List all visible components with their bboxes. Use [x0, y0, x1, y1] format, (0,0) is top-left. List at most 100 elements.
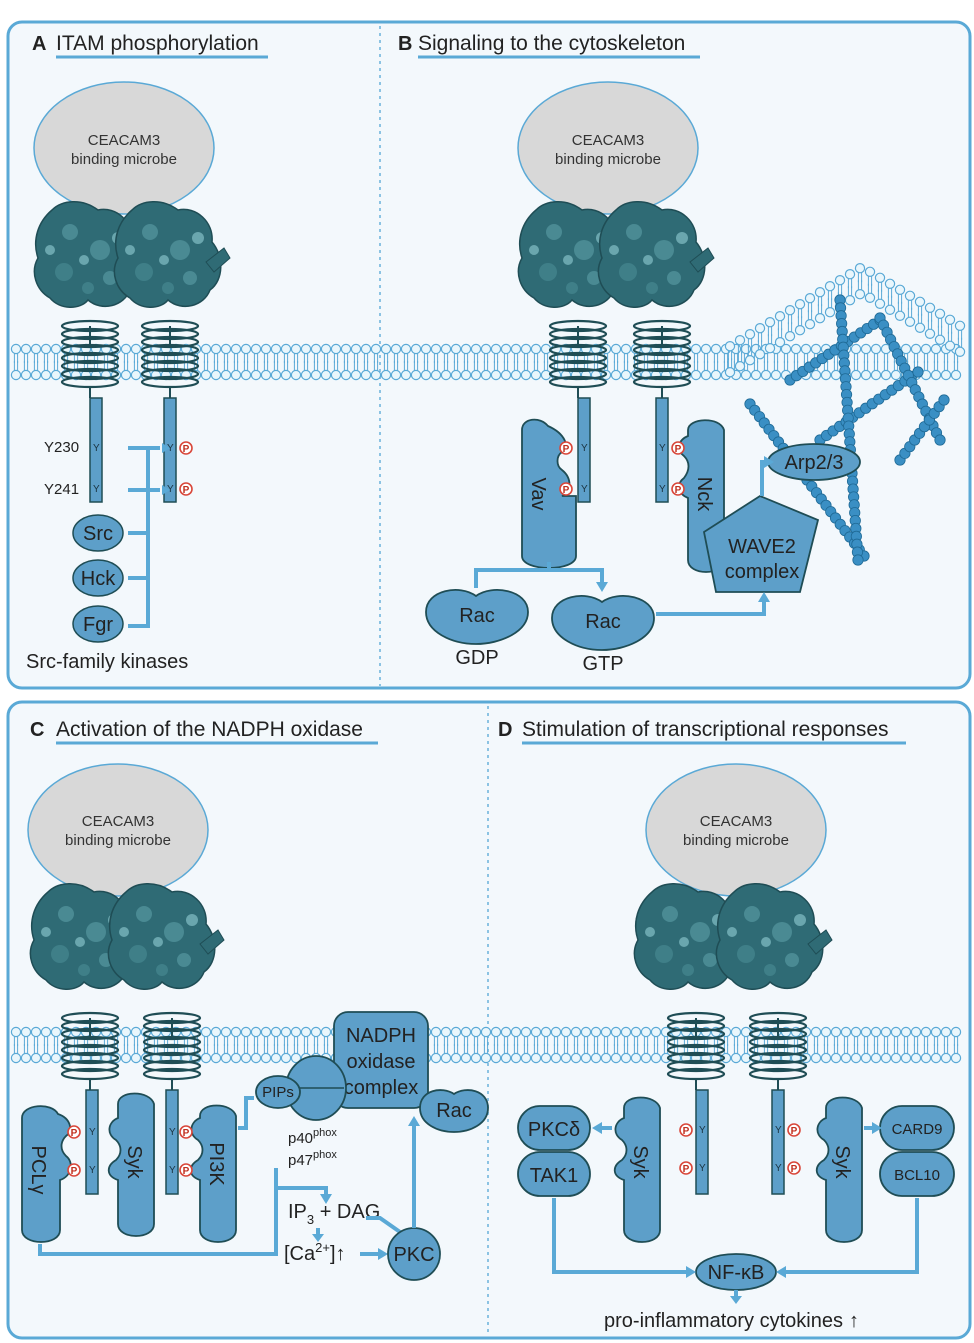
- panel-c: C Activation of the NADPH oxidase CEACAM…: [21, 718, 489, 1281]
- y241-label: Y241: [44, 481, 79, 498]
- panel-a-microbe-line1: CEACAM3: [88, 132, 161, 149]
- nf-kb-label: NF-κB: [708, 1262, 765, 1284]
- pkc-delta-label: PKCδ: [528, 1119, 580, 1141]
- syk-protein: [107, 1092, 155, 1237]
- phospho-marker: P: [675, 444, 682, 455]
- wave2-label-line2: complex: [725, 561, 799, 583]
- syk-label: Syk: [123, 1145, 145, 1179]
- syk-label: Syk: [629, 1145, 651, 1179]
- p47phox-label: p47phox: [288, 1149, 337, 1169]
- tyrosine-marker: Y: [167, 484, 174, 495]
- ip3-dag-label: IP3 + DAG: [288, 1201, 380, 1227]
- rac-gtp-label: Rac: [585, 611, 621, 633]
- panel-b-letter: B: [398, 33, 412, 55]
- panel-d: D Stimulation of transcriptional respons…: [498, 718, 955, 1332]
- phospho-marker: P: [791, 1126, 798, 1137]
- fgr-kinase: [72, 605, 124, 643]
- bcl10-label: BCL10: [894, 1167, 940, 1184]
- panel-b-microbe-line1: CEACAM3: [572, 132, 645, 149]
- panel-a-microbe: [33, 81, 215, 215]
- src-label: Src: [83, 523, 113, 545]
- tyrosine-marker: Y: [93, 443, 100, 454]
- tyrosine-marker: Y: [169, 1127, 176, 1138]
- panel-c-microbe-line1: CEACAM3: [82, 813, 155, 830]
- actin-bead: [912, 366, 924, 378]
- cytokines-label: pro-inflammatory cytokines↑: [604, 1310, 859, 1332]
- tyrosine-marker: Y: [699, 1125, 706, 1136]
- tyrosine-marker: Y: [169, 1165, 176, 1176]
- panel-c-title: Activation of the NADPH oxidase: [56, 718, 363, 741]
- phospho-marker: P: [791, 1164, 798, 1175]
- panel-b: B Signaling to the cytoskeleton CEACAM3 …: [398, 32, 950, 675]
- panel-c-letter: C: [30, 719, 44, 741]
- plc-gamma-protein: [21, 1105, 72, 1243]
- panel-d-title: Stimulation of transcriptional responses: [522, 718, 889, 741]
- phospho-marker: P: [563, 444, 570, 455]
- panel-a-title: ITAM phosphorylation: [56, 32, 259, 55]
- rac-gdp: [425, 589, 529, 645]
- syk-label: Syk: [831, 1145, 853, 1179]
- tak1-label: TAK1: [530, 1165, 579, 1187]
- syk-protein: [815, 1096, 863, 1243]
- hck-kinase: [72, 559, 124, 597]
- src-family-footer: Src-family kinases: [26, 651, 188, 673]
- tyrosine-marker: Y: [775, 1163, 782, 1174]
- wave2-label-line1: WAVE2: [728, 536, 796, 558]
- p40phox-label: p40phox: [288, 1127, 337, 1147]
- tyrosine-marker: Y: [89, 1127, 96, 1138]
- actin-bead: [934, 434, 946, 446]
- nadph-label-line3: complex: [344, 1077, 418, 1099]
- phospho-marker: P: [183, 444, 190, 455]
- src-kinase: [72, 514, 124, 552]
- tyrosine-marker: Y: [699, 1163, 706, 1174]
- tyrosine-marker: Y: [581, 484, 588, 495]
- wave2-complex: [702, 494, 820, 593]
- panel-b-microbe: [517, 81, 699, 215]
- phospho-marker: P: [183, 1166, 190, 1177]
- nadph-label-line2: oxidase: [347, 1051, 416, 1073]
- phospho-marker: P: [675, 485, 682, 496]
- phospho-marker: P: [71, 1128, 78, 1139]
- vav-protein: [521, 418, 577, 569]
- bcl10-protein: [879, 1151, 955, 1197]
- gtp-label: GTP: [582, 653, 623, 675]
- rac-label: Rac: [436, 1100, 472, 1122]
- card9-label: CARD9: [892, 1121, 943, 1138]
- tyrosine-marker: Y: [93, 484, 100, 495]
- syk-protein: [613, 1096, 661, 1243]
- tyrosine-marker: Y: [581, 443, 588, 454]
- actin-bead: [852, 554, 864, 566]
- pips-lipid: [255, 1075, 301, 1109]
- phospho-marker: P: [683, 1126, 690, 1137]
- phospho-marker: P: [183, 1128, 190, 1139]
- nck-label: Nck: [693, 477, 715, 512]
- phospho-marker: P: [183, 485, 190, 496]
- pips-label: PIPs: [262, 1084, 294, 1101]
- tyrosine-marker: Y: [659, 443, 666, 454]
- panel-a: A ITAM phosphorylation CEACAM3 binding m…: [26, 32, 268, 673]
- tyrosine-marker: Y: [89, 1165, 96, 1176]
- phospho-marker: P: [71, 1166, 78, 1177]
- tyrosine-marker: Y: [775, 1125, 782, 1136]
- panel-d-microbe-line2: binding microbe: [683, 832, 789, 849]
- arp23-label: Arp2/3: [785, 452, 844, 474]
- rac-gtp: [551, 595, 655, 651]
- panel-a-letter: A: [32, 33, 46, 55]
- plc-gamma-label: PCLγ: [27, 1146, 49, 1195]
- pkc-delta-protein: [517, 1105, 591, 1151]
- panel-d-letter: D: [498, 719, 512, 741]
- panel-d-microbe-line1: CEACAM3: [700, 813, 773, 830]
- panel-b-title: Signaling to the cytoskeleton: [418, 32, 685, 55]
- rac-gdp-label: Rac: [459, 605, 495, 627]
- panel-a-microbe-line2: binding microbe: [71, 151, 177, 168]
- tyrosine-marker: Y: [167, 443, 174, 454]
- fgr-label: Fgr: [83, 614, 113, 636]
- pkc-label: PKC: [393, 1244, 434, 1266]
- rac-protein: [419, 1089, 489, 1133]
- vav-label: Vav: [527, 478, 549, 511]
- panel-d-microbe: [645, 763, 827, 897]
- pi3k-label: PI3K: [205, 1142, 227, 1186]
- tak1-protein: [517, 1151, 591, 1197]
- actin-bead: [938, 394, 950, 406]
- tyrosine-marker: Y: [659, 484, 666, 495]
